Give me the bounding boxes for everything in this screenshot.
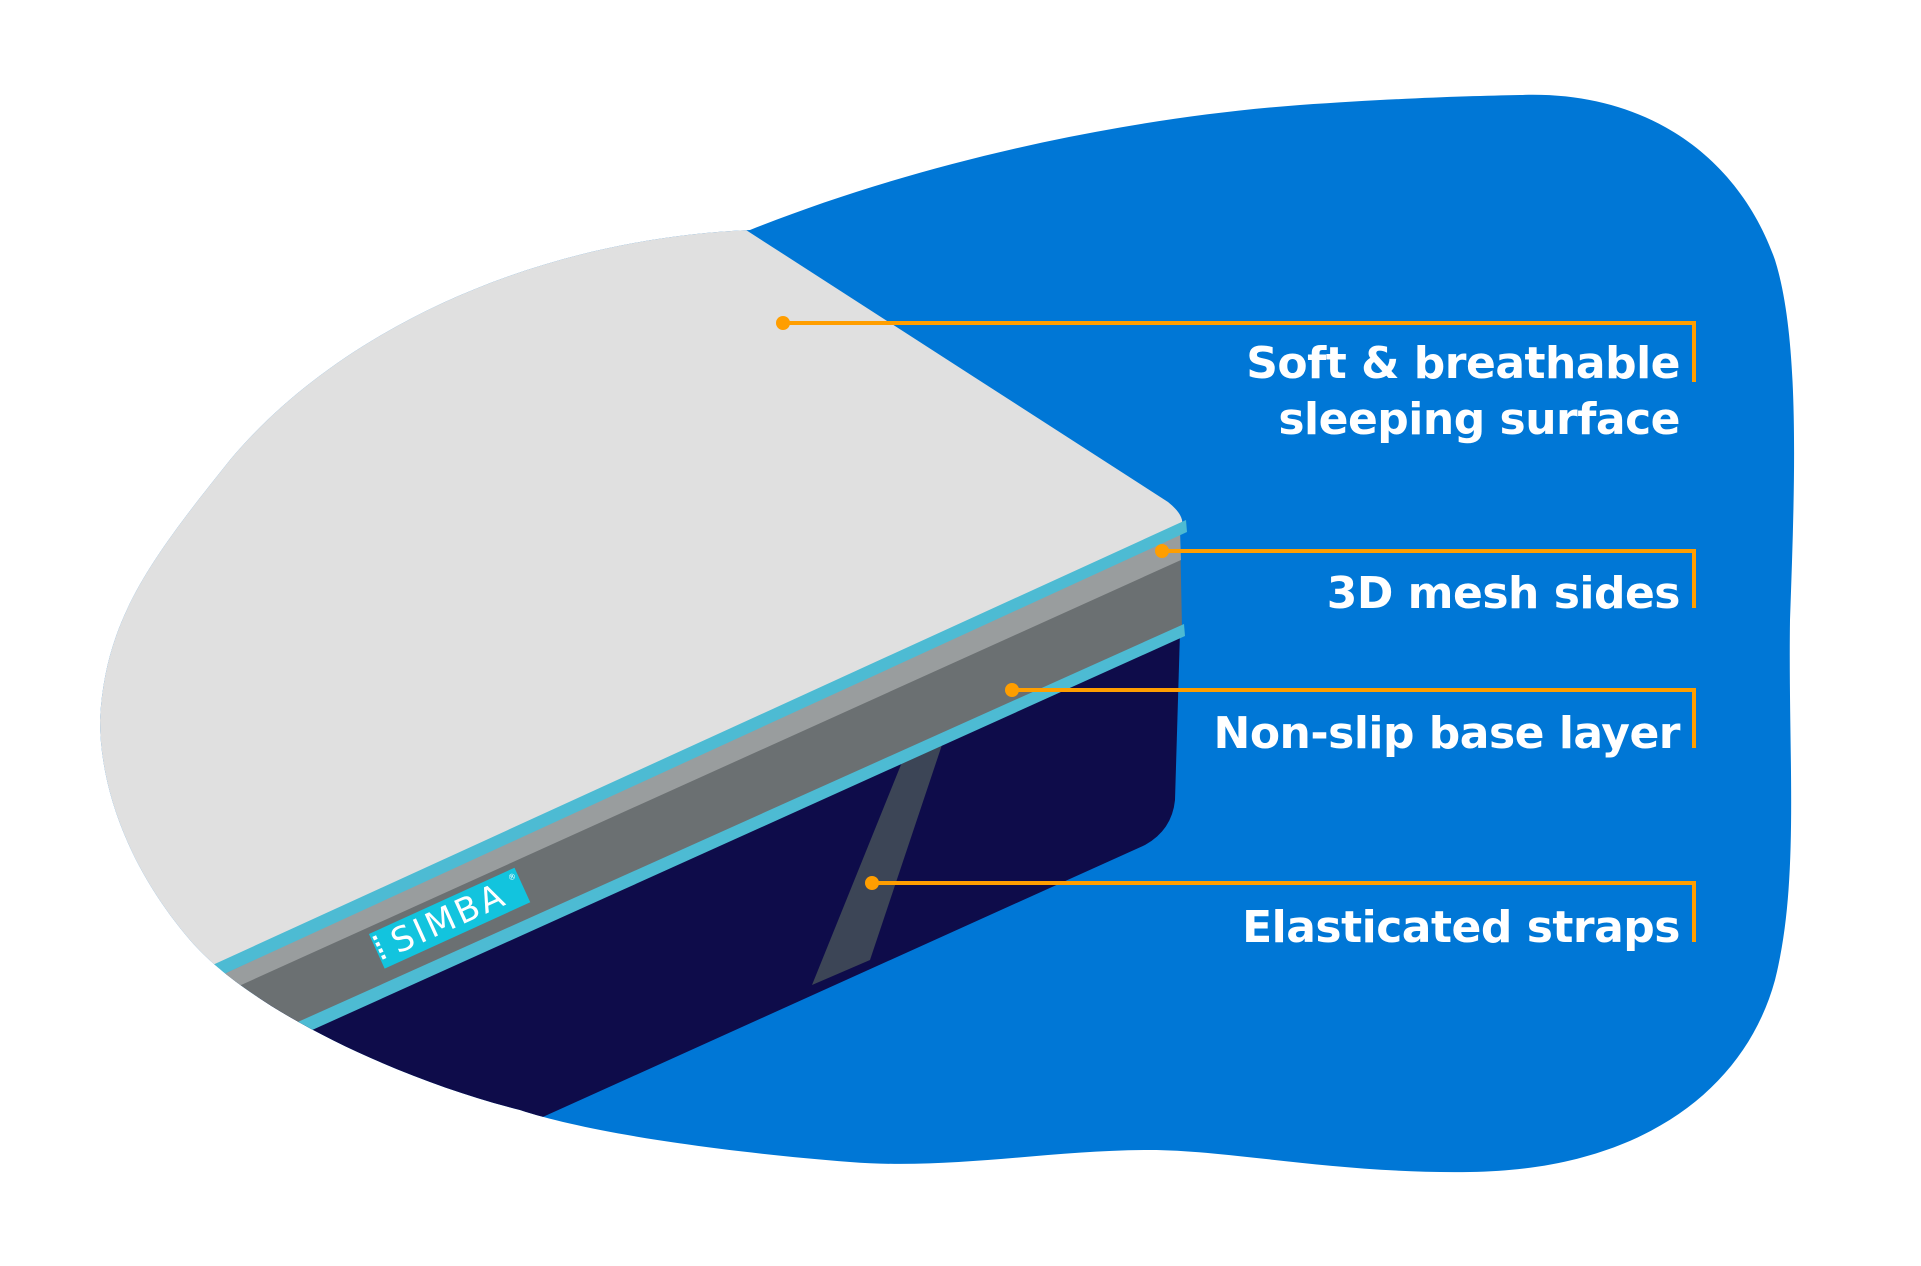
leader-straps [872,881,1696,942]
callout-mesh: 3D mesh sides [1326,566,1681,622]
leader-base [1012,688,1696,748]
callout-base-line1: Non-slip base layer [1213,708,1681,759]
callout-surface-line2: sleeping surface [1278,394,1680,445]
svg-text:®: ® [507,871,518,883]
leader-dot-base [1005,683,1019,697]
leader-dot-surface [776,316,790,330]
callout-surface: Soft & breathable sleeping surface [1246,336,1680,448]
callout-base: Non-slip base layer [1214,706,1681,762]
strap [812,712,953,985]
callout-surface-line1: Soft & breathable [1246,338,1680,389]
callout-straps-line1: Elasticated straps [1242,902,1680,953]
leader-mesh [1162,549,1696,608]
leader-dot-straps [865,876,879,890]
bottom-piping [280,624,1185,1040]
callout-mesh-line1: 3D mesh sides [1326,568,1681,619]
top-piping [195,520,1187,985]
leader-dot-mesh [1155,544,1169,558]
callout-straps: Elasticated straps [1242,900,1680,956]
leader-surface [783,321,1696,382]
